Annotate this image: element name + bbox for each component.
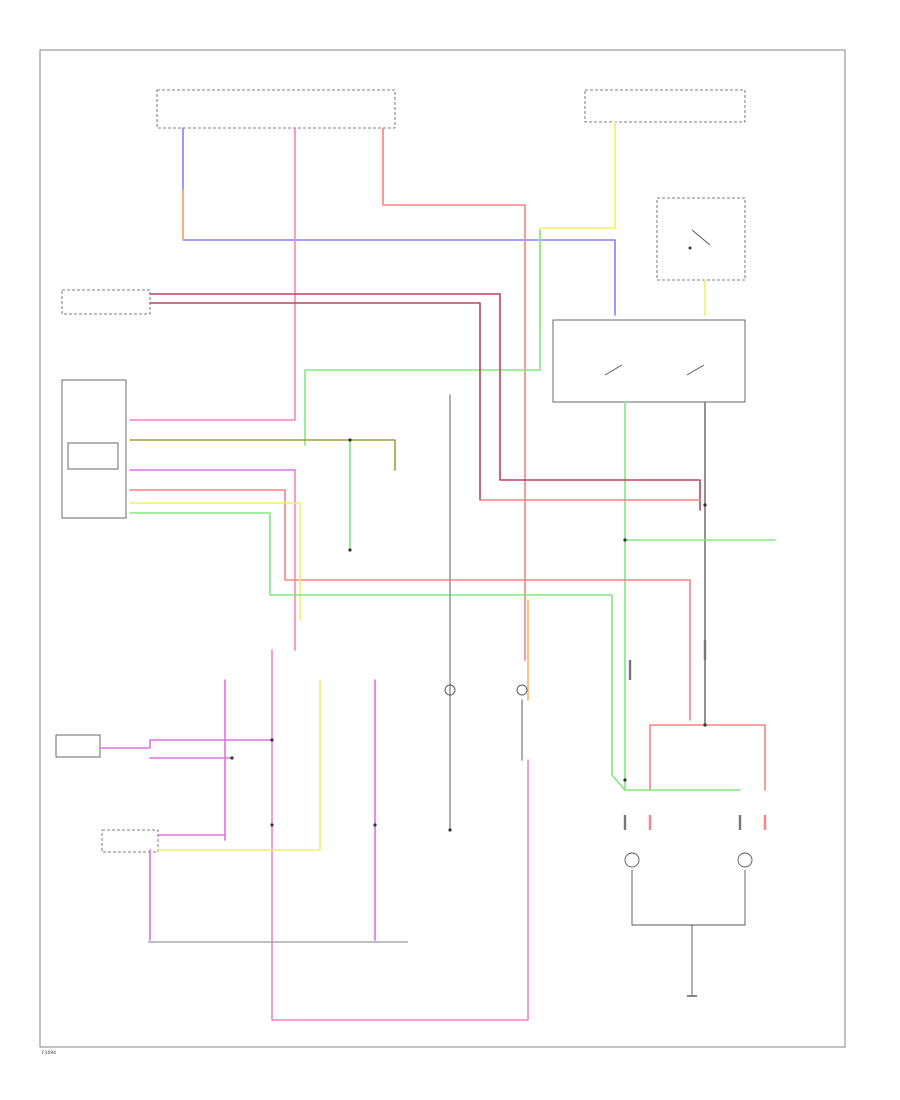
bulb-2-icon xyxy=(516,684,528,696)
splice-node xyxy=(348,438,352,442)
mfs-contact-1 xyxy=(604,364,623,376)
wire-magenta-lower-2 xyxy=(99,739,273,749)
splice-node xyxy=(448,828,452,832)
wires xyxy=(99,121,776,1021)
wire-pink-main xyxy=(129,127,296,421)
splice-node xyxy=(270,823,274,827)
wire-pink-loop xyxy=(271,649,529,1021)
wire-maroon-2 xyxy=(149,302,481,501)
splice-node xyxy=(373,823,377,827)
symbols xyxy=(230,229,767,997)
splice-node xyxy=(230,756,234,760)
left-connector-bottom xyxy=(101,829,159,853)
diagram-frame xyxy=(39,49,846,1048)
brake-switch-box xyxy=(656,197,746,281)
main-module xyxy=(61,379,127,519)
brake-switch-pivot xyxy=(688,246,692,250)
multifunction-switch xyxy=(552,319,746,403)
main-module-inner xyxy=(67,442,119,470)
footer-code: F1094 xyxy=(42,1050,56,1056)
headlamp-right-icon xyxy=(737,852,753,868)
splice-node xyxy=(703,503,707,507)
wire-green-module xyxy=(129,512,626,791)
module-connector-left xyxy=(61,289,151,315)
splice-node xyxy=(623,778,627,782)
splice-node xyxy=(623,538,627,542)
mfs-contact-2 xyxy=(686,364,705,376)
wire-yellow-right xyxy=(539,121,616,331)
components xyxy=(55,89,746,853)
wire-ground-box xyxy=(631,870,746,926)
wire-yellow-module xyxy=(129,502,301,621)
splice-node xyxy=(703,723,707,727)
wire-red-top xyxy=(382,127,526,661)
bulb-1-icon xyxy=(444,684,456,696)
brake-switch-contact xyxy=(691,229,711,246)
fuse-panel-right xyxy=(584,89,746,123)
wire-red-lamp-top xyxy=(649,724,766,791)
wire-olive xyxy=(129,439,396,471)
splice-node xyxy=(270,738,274,742)
splice-node xyxy=(348,548,352,552)
wire-maroon-1 xyxy=(149,293,701,511)
wire-red-right xyxy=(129,489,691,721)
fuse-panel-top xyxy=(156,89,396,129)
left-module-small xyxy=(55,734,101,758)
wire-blue xyxy=(182,127,616,316)
wire-yellow-lower xyxy=(157,679,321,851)
wire-green-large xyxy=(304,229,541,446)
headlamp-left-icon xyxy=(624,852,640,868)
